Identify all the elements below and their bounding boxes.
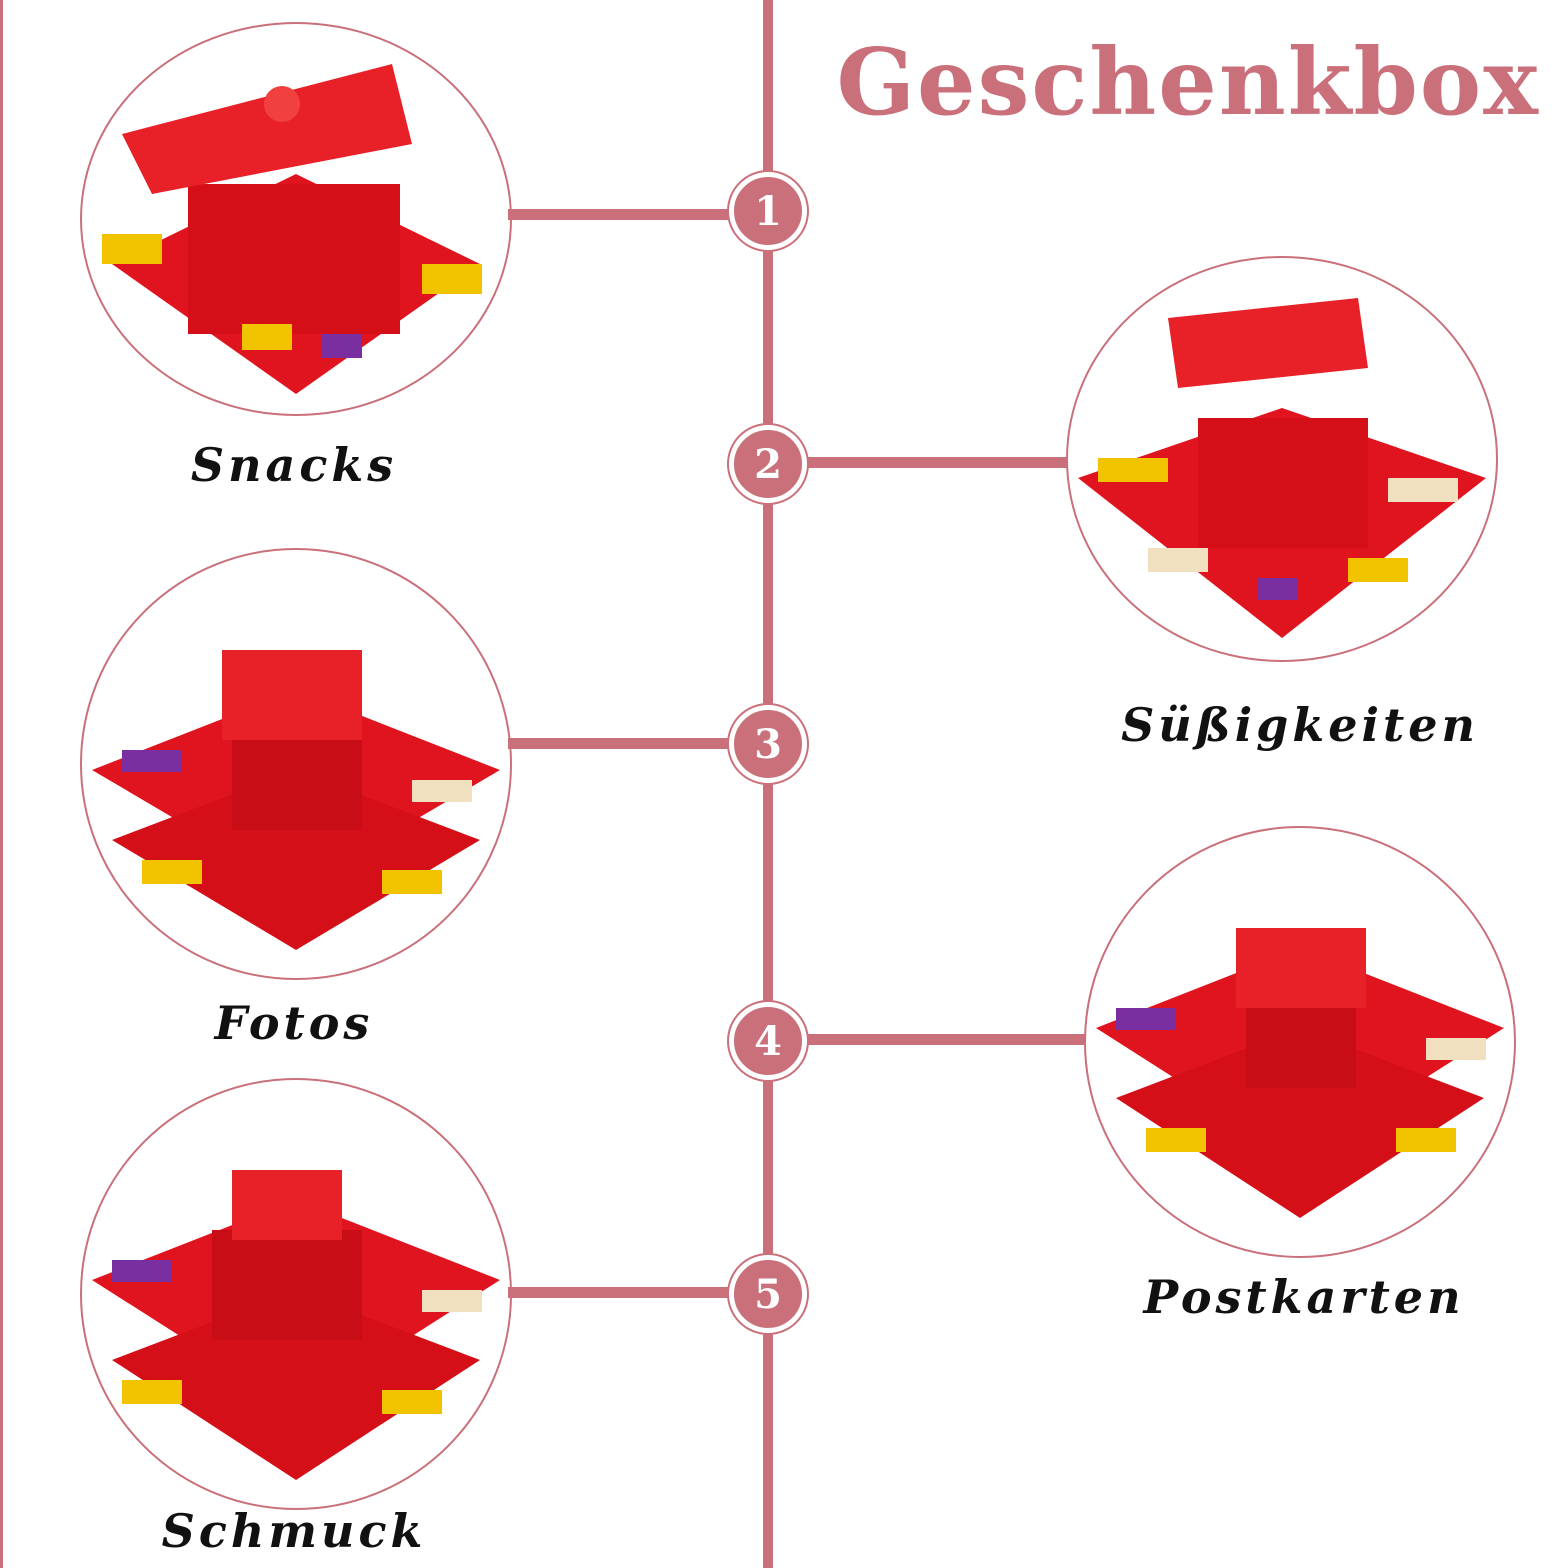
step-2-connector [805,457,1067,468]
step-4-badge: 4 [729,1002,807,1080]
step-1-photo [80,22,512,416]
step-1-connector [508,209,738,220]
step-5-caption: Schmuck [161,1504,427,1558]
step-1-badge: 1 [729,172,807,250]
step-3-caption: Fotos [214,996,374,1050]
exploding-box-postcards-image [1096,928,1504,1218]
exploding-box-candy-image [1078,298,1486,638]
step-2-caption: Süßigkeiten [1121,698,1479,752]
step-5-badge: 5 [729,1255,807,1333]
step-4-caption: Postkarten [1143,1270,1465,1324]
exploding-box-lid-off-image [102,64,482,394]
exploding-box-jewelry-image [92,1170,500,1480]
exploding-box-photos-image [92,650,500,950]
step-2-badge: 2 [729,425,807,503]
page-title: Geschenkbox [836,28,1540,136]
step-1-caption: Snacks [190,438,398,492]
step-5-connector [508,1287,738,1298]
left-border-line [0,0,3,1568]
step-3-badge: 3 [729,705,807,783]
step-4-photo [1084,826,1516,1258]
timeline-spine [763,0,773,1568]
step-2-photo [1066,256,1498,662]
step-5-photo [80,1078,512,1510]
step-3-connector [508,738,738,749]
step-3-photo [80,548,512,980]
step-4-connector [805,1034,1085,1045]
